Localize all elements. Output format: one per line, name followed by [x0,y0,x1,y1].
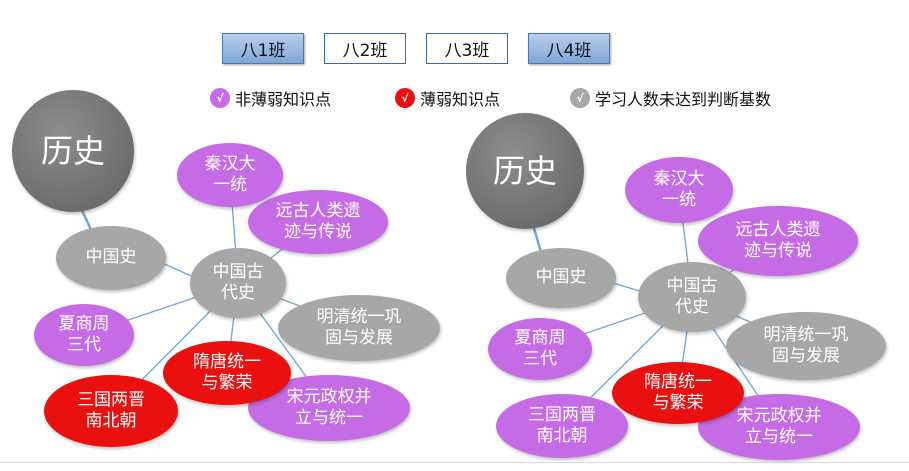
check-icon: √ [210,88,230,108]
root-branch-line [531,224,543,253]
center-node[interactable]: 中国古 代史 [190,248,286,318]
topic-node[interactable]: 明清统一巩 固与发展 [726,312,886,380]
branch-node[interactable]: 中国史 [506,248,616,308]
root-branch-line [79,207,93,231]
bottom-divider [0,462,909,463]
topic-node[interactable]: 隋唐统一 与繁荣 [163,341,291,405]
legend-insufficient: √ 学习人数未达到判断基数 [570,86,771,110]
legend-label: 学习人数未达到判断基数 [595,90,772,109]
topic-node[interactable]: 隋唐统一 与繁荣 [612,362,744,424]
legend-non-weak: √ 非薄弱知识点 [210,86,331,110]
topic-node[interactable]: 三国两晋 南北朝 [44,375,178,447]
topic-node[interactable]: 秦汉大 一统 [625,157,733,223]
legend-label: 薄弱知识点 [420,90,501,109]
topic-node[interactable]: 明清统一巩 固与发展 [278,295,440,361]
topic-node[interactable]: 三国两晋 南北朝 [496,394,628,458]
branch-node[interactable]: 中国史 [56,226,166,290]
topic-node[interactable]: 宋元政权并 立与统一 [248,375,410,441]
topic-node[interactable]: 远古人类遗 迹与传说 [698,206,858,276]
topic-node[interactable]: 夏商周 三代 [488,318,592,380]
check-icon: √ [570,88,590,108]
root-node[interactable]: 历史 [466,113,584,229]
topic-node[interactable]: 远古人类遗 迹与传说 [248,190,388,254]
tab-class-4[interactable]: 八4班 [528,33,610,64]
legend-label: 非薄弱知识点 [235,90,332,109]
root-node[interactable]: 历史 [12,90,134,212]
tab-class-1[interactable]: 八1班 [222,33,304,64]
legend-weak: √ 薄弱知识点 [395,86,500,110]
check-icon: √ [395,88,415,108]
topic-node[interactable]: 秦汉大 一统 [177,143,283,207]
tab-class-2[interactable]: 八2班 [324,33,406,64]
tab-class-3[interactable]: 八3班 [426,33,508,64]
center-node[interactable]: 中国古 代史 [638,262,746,332]
topic-node[interactable]: 夏商周 三代 [34,304,134,366]
